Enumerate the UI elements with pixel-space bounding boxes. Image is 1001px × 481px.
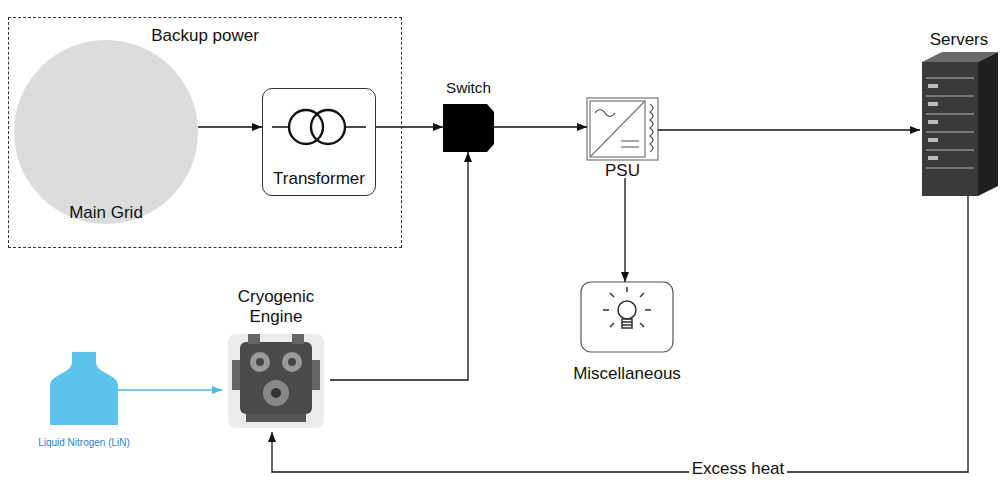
server-icon bbox=[922, 52, 998, 196]
node-label: Switch bbox=[446, 78, 491, 98]
connector-arrow bbox=[494, 126, 587, 127]
node-label: PSU bbox=[605, 161, 640, 181]
psu-node: PSU bbox=[587, 98, 658, 178]
connector-arrow bbox=[272, 196, 968, 472]
group-region: Backup powerMain Grid Transformer bbox=[8, 17, 402, 248]
grid-circle: Main Grid bbox=[14, 40, 198, 224]
tank-icon bbox=[50, 352, 118, 425]
connector-arrow bbox=[624, 178, 625, 282]
node-label: Transformer bbox=[273, 169, 365, 189]
tank-node: Liquid Nitrogen (LiN) bbox=[50, 352, 118, 452]
connector-arrow bbox=[376, 126, 443, 127]
node-label: Liquid Nitrogen (LiN) bbox=[38, 437, 130, 449]
misc-node: Miscellaneous bbox=[575, 282, 679, 386]
connector-arrow bbox=[658, 129, 920, 130]
node-label: Miscellaneous bbox=[573, 364, 681, 384]
node-label: Backup power bbox=[151, 26, 259, 46]
switch-symbol bbox=[443, 104, 494, 152]
node-label: Main Grid bbox=[69, 203, 143, 223]
transformer-box: Transformer bbox=[262, 88, 376, 196]
engine-icon bbox=[228, 334, 324, 428]
connector-arrow bbox=[118, 389, 222, 390]
edge-label: Excess heat bbox=[689, 459, 788, 479]
server-node: Servers bbox=[920, 30, 998, 196]
bulb-icon bbox=[581, 282, 673, 352]
node-label: Cryogenic Engine bbox=[226, 287, 326, 327]
transformer-symbol bbox=[272, 110, 366, 144]
psu-symbol bbox=[587, 98, 658, 160]
switch-node: Switch bbox=[443, 78, 494, 152]
engine-node: Cryogenic Engine bbox=[222, 287, 330, 432]
node-label: Servers bbox=[930, 30, 989, 50]
connector-arrow bbox=[198, 126, 262, 127]
